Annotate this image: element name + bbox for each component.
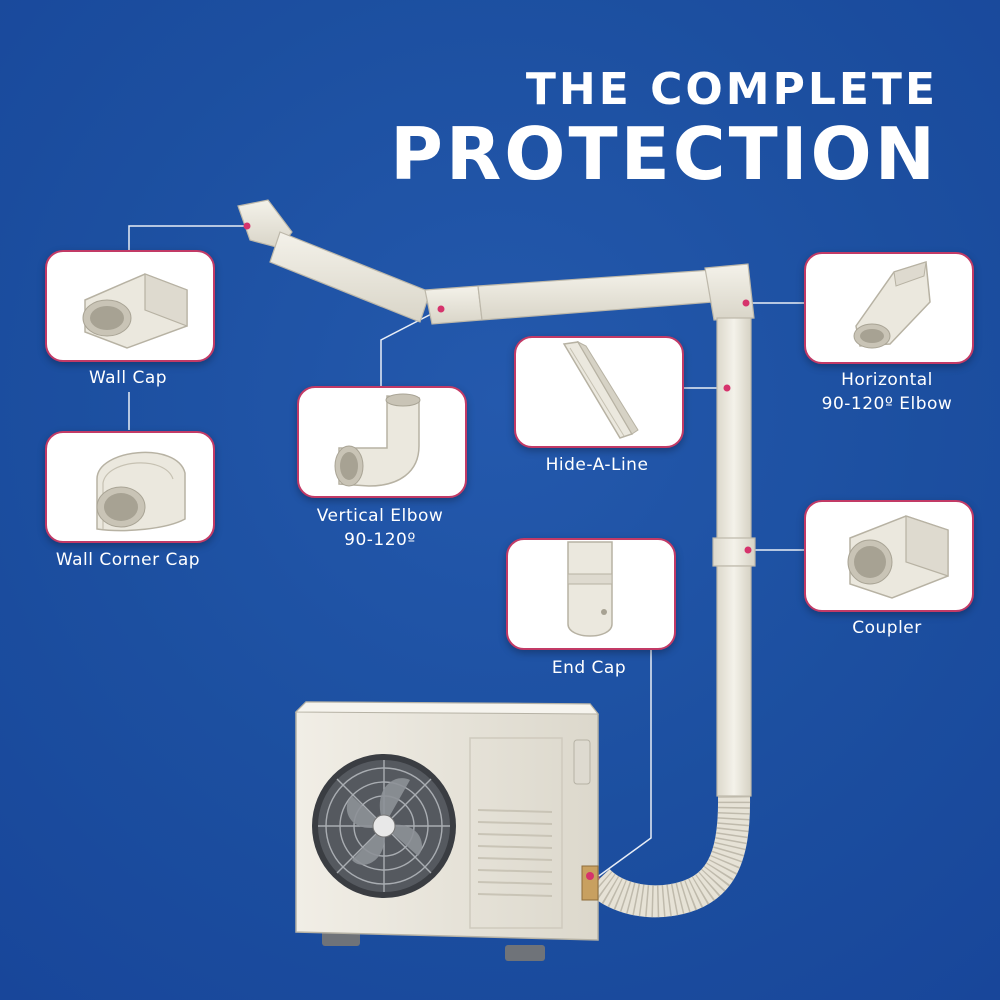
- title-line-2: PROTECTION: [390, 112, 938, 196]
- wall-cap-card: [45, 250, 215, 362]
- vertical-duct-upper: [716, 317, 752, 541]
- long-duct-segment: [477, 269, 715, 321]
- horizontal-elbow-icon: [853, 261, 931, 349]
- label-horizontal-elbow-line-1: Horizontal: [841, 370, 933, 390]
- horizontal-elbow-card: [804, 252, 974, 364]
- elbow-duct-segment: [424, 285, 483, 325]
- coupler-card: [804, 500, 974, 612]
- title-line-1: THE COMPLETE: [525, 64, 938, 115]
- hide-a-line-card: [514, 336, 684, 448]
- ac-condenser-unit-icon: [294, 701, 600, 961]
- label-vertical-elbow: Vertical Elbow 90-120º: [282, 504, 478, 552]
- vertical-elbow-icon: [334, 393, 421, 487]
- dot-coupler: [744, 546, 752, 554]
- dot-hide-a-line: [723, 384, 731, 392]
- wall-corner-cap-card: [45, 431, 215, 543]
- label-wall-corner-cap: Wall Corner Cap: [55, 550, 201, 570]
- wall-corner-cap-icon: [96, 451, 186, 532]
- end-cap-icon: [567, 541, 613, 637]
- label-horizontal-elbow: Horizontal 90-120º Elbow: [787, 368, 987, 416]
- hide-a-line-icon: [562, 340, 639, 439]
- connector-end-cap: [595, 647, 652, 879]
- vertical-duct: [712, 317, 756, 797]
- label-hide-a-line: Hide-A-Line: [545, 455, 649, 475]
- label-coupler: Coupler: [852, 618, 922, 638]
- dot-wall-cap: [243, 222, 251, 230]
- horizontal-duct: [237, 199, 755, 325]
- horizontal-elbow-part: [704, 263, 755, 321]
- dot-vertical-elbow: [437, 305, 445, 313]
- label-horizontal-elbow-line-2: 90-120º Elbow: [821, 394, 953, 414]
- label-end-cap: End Cap: [551, 658, 627, 678]
- end-cap-card: [506, 538, 676, 650]
- connection-dots: [243, 222, 752, 882]
- coupler-icon: [847, 515, 949, 599]
- connector-lines: [128, 225, 805, 879]
- wall-cap-icon: [82, 273, 188, 349]
- connector-wall-cap: [128, 225, 247, 250]
- label-vertical-elbow-line-2: 90-120º: [344, 530, 416, 550]
- vertical-elbow-card: [297, 386, 467, 498]
- label-vertical-elbow-line-1: Vertical Elbow: [316, 506, 444, 526]
- upper-duct-segment: [269, 231, 431, 323]
- label-wall-cap: Wall Cap: [88, 368, 168, 388]
- vertical-duct-lower: [716, 565, 752, 797]
- dot-horizontal-elbow: [742, 299, 750, 307]
